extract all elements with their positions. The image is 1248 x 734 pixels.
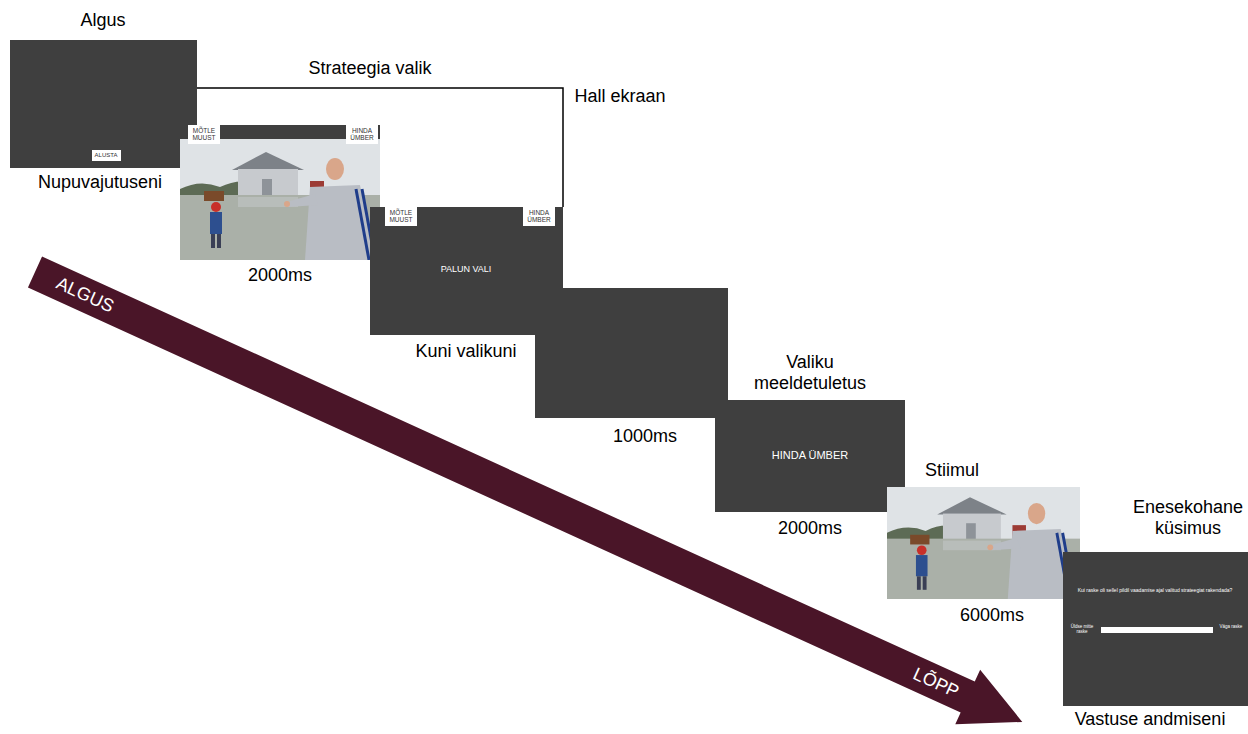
photo-man-arm bbox=[991, 538, 1020, 551]
bracket-label: Strateegia valik bbox=[308, 58, 431, 79]
photo-roof bbox=[937, 497, 1006, 514]
photo-man-hand bbox=[987, 544, 993, 550]
button-text: MÕTLE MUUST bbox=[388, 209, 414, 223]
button-text: HINDA ÜMBER bbox=[526, 209, 552, 223]
question-screen: Enesekohane küsimusKui raske oli sellel … bbox=[1063, 552, 1248, 706]
reminder-screen: Valiku meeldetuletusHINDA ÜMBER2000ms bbox=[715, 400, 905, 512]
photo-child-body bbox=[210, 212, 222, 234]
duration-label: 2000ms bbox=[220, 265, 340, 286]
photo-reflection bbox=[943, 541, 1001, 551]
photo-sky bbox=[887, 487, 1080, 599]
photo-crate bbox=[204, 191, 224, 201]
duration-label: 6000ms bbox=[932, 605, 1052, 626]
photo-child-cap bbox=[917, 545, 927, 555]
start-screen: AlgusNupuvajutuseniALUSTA bbox=[10, 40, 197, 168]
choice-button: HINDA ÜMBER bbox=[346, 125, 378, 144]
stimulus-photo bbox=[887, 487, 1080, 599]
screen-text: HINDA ÜMBER bbox=[735, 449, 885, 462]
photo-crate bbox=[910, 535, 929, 545]
photo-child-leg bbox=[211, 234, 215, 248]
screen-heading: Algus bbox=[33, 10, 173, 31]
photo-roof bbox=[232, 152, 304, 170]
photo-reflection bbox=[238, 197, 298, 207]
duration-label: 1000ms bbox=[585, 426, 705, 447]
photo-man-head bbox=[1028, 503, 1045, 524]
photo-door bbox=[262, 179, 272, 197]
choice-button: MÕTLE MUUST bbox=[385, 207, 417, 226]
photo-child-leg bbox=[923, 576, 927, 590]
start-button: ALUSTA bbox=[92, 150, 121, 161]
photo-sky bbox=[180, 139, 380, 260]
stimulus-screen: Stiimul6000ms bbox=[887, 487, 1080, 599]
screen-heading: Valiku meeldetuletus bbox=[740, 352, 880, 393]
photo-child-leg bbox=[917, 576, 921, 590]
screen-heading: Stiimul bbox=[892, 460, 1012, 481]
button-text: ALUSTA bbox=[95, 152, 118, 159]
button-text: HINDA ÜMBER bbox=[349, 127, 375, 141]
grey-screen: Hall ekraan1000ms bbox=[535, 288, 728, 418]
choice-button: MÕTLE MUUST bbox=[188, 125, 220, 144]
screen-heading: Enesekohane küsimus bbox=[1128, 497, 1248, 538]
duration-label: Nupuvajutuseni bbox=[10, 172, 190, 193]
photo-man-arm bbox=[288, 194, 318, 207]
screen-text: PALUN VALI bbox=[406, 264, 526, 274]
stimulus-photo bbox=[180, 139, 380, 260]
photo-man-head bbox=[326, 158, 344, 180]
duration-label: Kuni valikuni bbox=[386, 341, 546, 362]
scale-label: Väga raske bbox=[1216, 624, 1246, 629]
photo-child-leg bbox=[217, 234, 221, 248]
photo-child-cap bbox=[211, 202, 221, 212]
button-text: MÕTLE MUUST bbox=[191, 127, 217, 141]
choice-button: HINDA ÜMBER bbox=[523, 207, 555, 226]
question-text: Kui raske oli sellel pildil vaadamise aj… bbox=[1068, 588, 1243, 594]
scale-label: Üldse mitte raske bbox=[1066, 624, 1099, 634]
choice-image-screen: 2000msMÕTLE MUUSTHINDA ÜMBER bbox=[180, 125, 380, 260]
photo-man-hand bbox=[284, 201, 290, 207]
rating-scale-bar bbox=[1101, 627, 1213, 633]
photo-house bbox=[943, 514, 1001, 541]
photo-house bbox=[238, 169, 298, 197]
duration-label: 2000ms bbox=[750, 518, 870, 539]
photo-child-body bbox=[916, 555, 928, 576]
photo-door bbox=[966, 523, 976, 540]
duration-label: Vastuse andmiseni bbox=[1050, 709, 1248, 730]
screen-heading: Hall ekraan bbox=[550, 86, 690, 107]
